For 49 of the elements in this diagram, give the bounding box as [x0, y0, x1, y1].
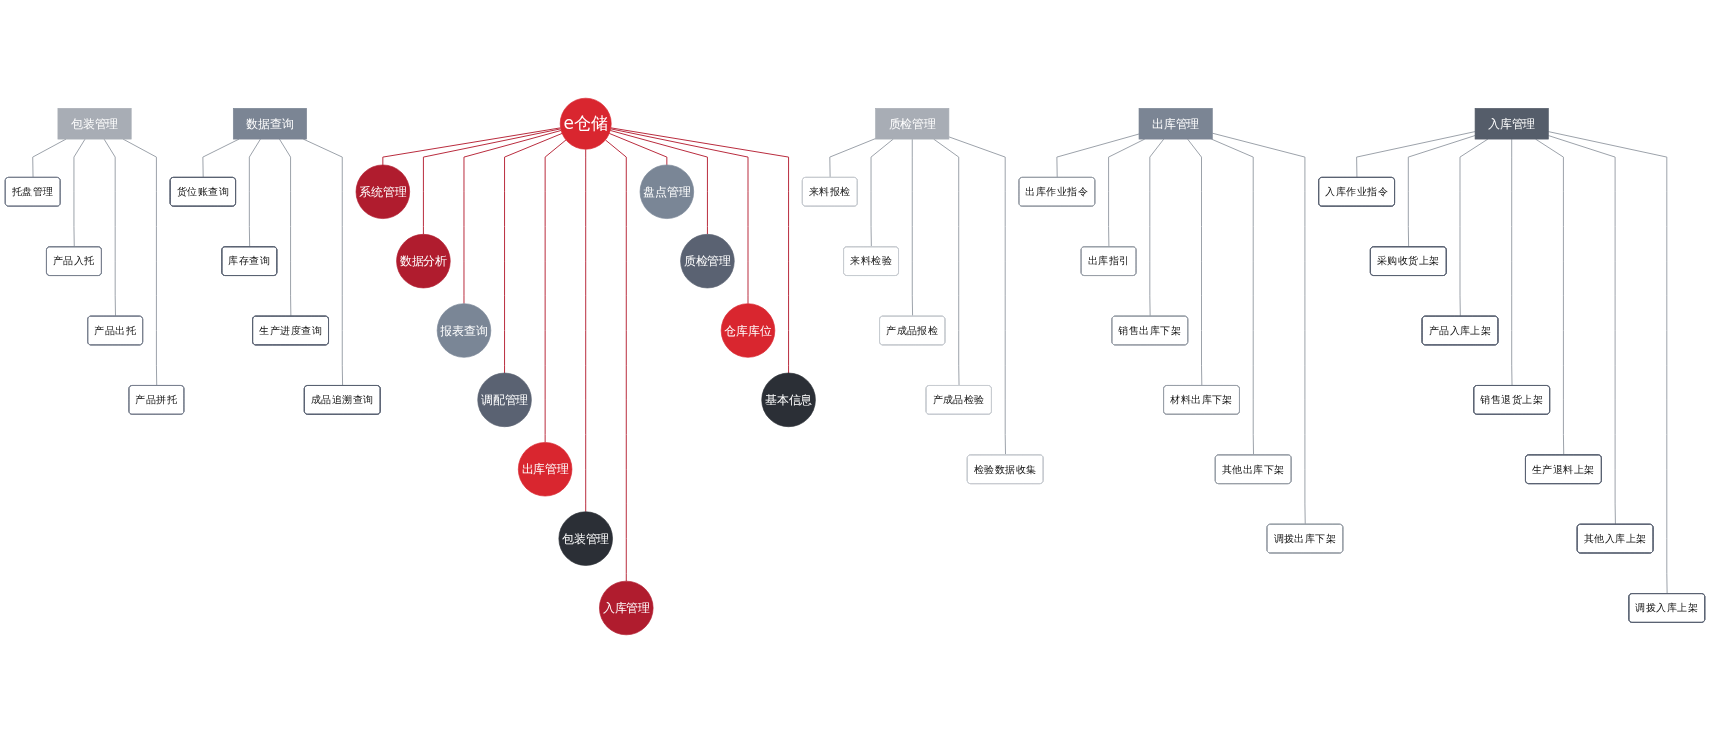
- connector: [610, 128, 749, 305]
- node-circle: e仓储: [559, 97, 612, 150]
- connector: [829, 138, 877, 179]
- node-circle: 仓库库位: [720, 303, 776, 358]
- connector: [1356, 131, 1476, 179]
- node-circle: 报表查询: [436, 303, 492, 358]
- connector: [911, 138, 914, 317]
- connector: [1459, 138, 1489, 317]
- connector: [608, 132, 668, 166]
- connector: [73, 138, 86, 248]
- connector: [382, 127, 561, 166]
- connector: [610, 127, 790, 374]
- node-circle: 出库管理: [517, 442, 573, 497]
- node-circle: 包装管理: [558, 511, 613, 566]
- connector: [1511, 138, 1513, 387]
- connector: [1149, 138, 1165, 317]
- connector: [585, 148, 587, 513]
- node-circle: 基本信息: [761, 372, 816, 428]
- node-box: 包装管理: [57, 108, 132, 140]
- node-circle: 入库管理: [599, 580, 654, 636]
- connector: [103, 138, 116, 317]
- connector: [422, 128, 562, 235]
- node-box: 出库管理: [1138, 108, 1213, 140]
- connector: [463, 129, 562, 305]
- connector: [1210, 138, 1255, 456]
- connector: [1535, 138, 1565, 456]
- node-circle: 质检管理: [680, 234, 735, 289]
- connector: [870, 138, 894, 248]
- connector: [604, 139, 627, 582]
- connector: [544, 139, 567, 443]
- node-box: 数据查询: [232, 108, 307, 140]
- node-circle: 调配管理: [477, 372, 532, 428]
- connector: [278, 138, 292, 317]
- node-box: 入库管理: [1474, 108, 1549, 140]
- connector: [1211, 132, 1306, 526]
- connector: [504, 132, 563, 374]
- node-box: 质检管理: [875, 108, 950, 140]
- node-circle: 系统管理: [355, 164, 410, 219]
- node-circle: 盘点管理: [639, 164, 694, 219]
- connector: [1187, 138, 1203, 387]
- connector: [948, 136, 1006, 456]
- connector: [933, 138, 960, 387]
- connector: [1547, 135, 1616, 526]
- connector: [1056, 133, 1140, 179]
- connector: [248, 138, 261, 248]
- connector: [1547, 131, 1668, 595]
- connector: [609, 129, 708, 235]
- connector: [1407, 135, 1476, 248]
- node-circle: 数据分析: [396, 234, 451, 289]
